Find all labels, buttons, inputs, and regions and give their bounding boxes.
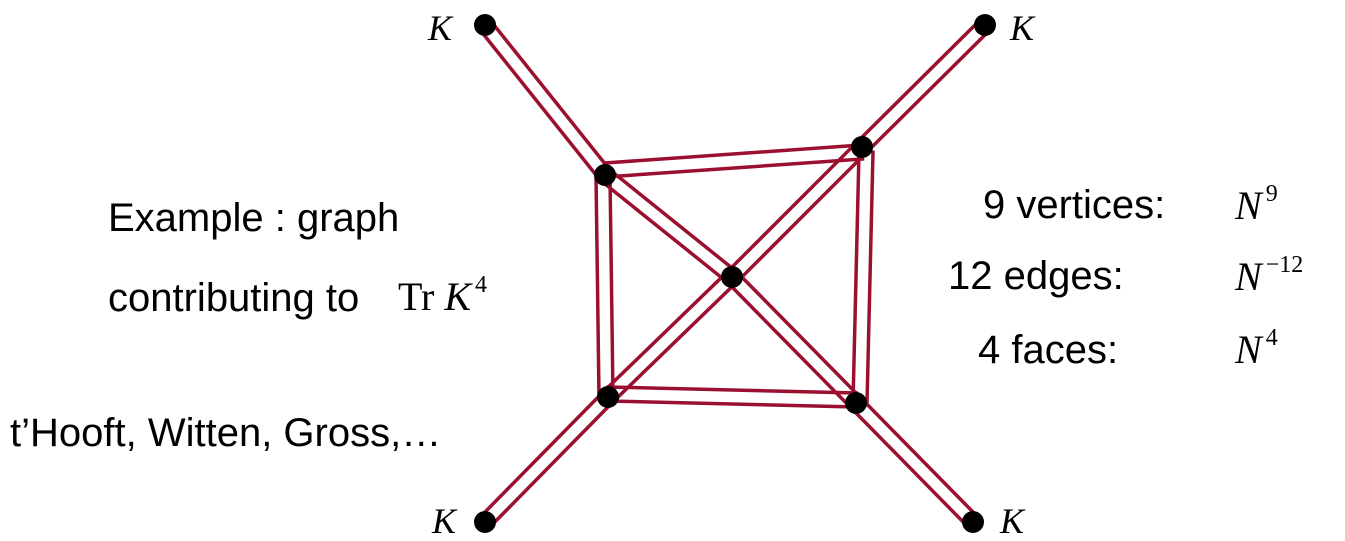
ribbon-bottom-right-leg-strand-2 (858, 395, 981, 520)
trace-exponent: 4 (475, 272, 488, 298)
count-edges-label: 12 edges: (948, 254, 1124, 298)
ribbon-top-right-leg-strand-2 (864, 27, 993, 155)
count-faces-exponent: 4 (1265, 325, 1278, 351)
count-edges-power: N−12 (1235, 253, 1303, 299)
ribbon-diagonal-tr-strand-1 (724, 139, 860, 275)
graph-vertices (474, 14, 996, 533)
ribbon-top-left-leg-strand-2 (488, 18, 613, 174)
count-faces-label: 4 faces: (978, 328, 1119, 372)
ribbon-top-left-leg-strand-1 (477, 26, 602, 182)
ribbon-diagonal-bl-strand-2 (610, 279, 740, 405)
trace-variable: K (444, 274, 472, 319)
vertex-square-top-right (851, 136, 873, 158)
ribbon-diagonal-bl-strand-1 (600, 269, 730, 395)
ribbon-top-right-leg-strand-1 (854, 17, 983, 145)
external-label-bottom-left: K (432, 501, 457, 541)
external-label-top-left: K (428, 8, 453, 48)
count-faces-base: N (1235, 327, 1262, 372)
ribbon-square-left-strand-1 (608, 173, 615, 399)
ribbon-diagonal-br-strand-1 (724, 279, 854, 411)
ribbon-bottom-left-leg-strand-2 (487, 399, 616, 530)
vertex-external-bottom-right (962, 511, 984, 533)
ribbon-square-left-strand-2 (594, 173, 601, 399)
ribbon-square-top-strand-2 (602, 143, 864, 165)
count-vertices-exponent: 9 (1265, 181, 1278, 207)
vertex-square-bottom-right (845, 392, 867, 414)
trace-operator: Tr (398, 274, 435, 319)
ribbon-diagonal-tl-strand-2 (606, 167, 739, 275)
external-label-bottom-right: K (1000, 501, 1025, 541)
example-caption-line2: contributing to (108, 276, 360, 320)
count-vertices-label: 9 vertices: (983, 183, 1166, 227)
vertex-center (721, 266, 743, 288)
ribbon-square-bottom-strand-2 (606, 399, 858, 409)
count-edges-exponent: −12 (1265, 252, 1304, 278)
vertex-external-bottom-left (474, 511, 496, 533)
vertex-square-bottom-left (597, 386, 619, 408)
ribbon-square-top-strand-1 (603, 157, 865, 179)
ribbon-square-bottom-strand-1 (606, 385, 858, 395)
ribbon-bottom-left-leg-strand-1 (477, 389, 606, 520)
ribbon-diagonal-tl-strand-1 (598, 177, 731, 285)
ribbon-diagonal-br-strand-2 (734, 269, 864, 401)
count-vertices-base: N (1235, 183, 1262, 228)
ribbon-square-right-strand-1 (851, 150, 861, 405)
vertex-external-top-left (474, 14, 496, 36)
vertex-square-top-left (594, 164, 616, 186)
attribution: t’Hooft, Witten, Gross,… (10, 411, 442, 455)
ribbon-edges (477, 17, 993, 530)
example-caption-line1: Example : graph (108, 196, 400, 240)
external-label-top-right: K (1010, 8, 1035, 48)
ribbon-diagonal-tr-strand-2 (734, 149, 870, 285)
ribbon-bottom-right-leg-strand-1 (848, 405, 971, 530)
vertex-external-top-right (974, 14, 996, 36)
count-edges-base: N (1235, 254, 1262, 299)
ribbon-square-right-strand-2 (865, 150, 875, 405)
